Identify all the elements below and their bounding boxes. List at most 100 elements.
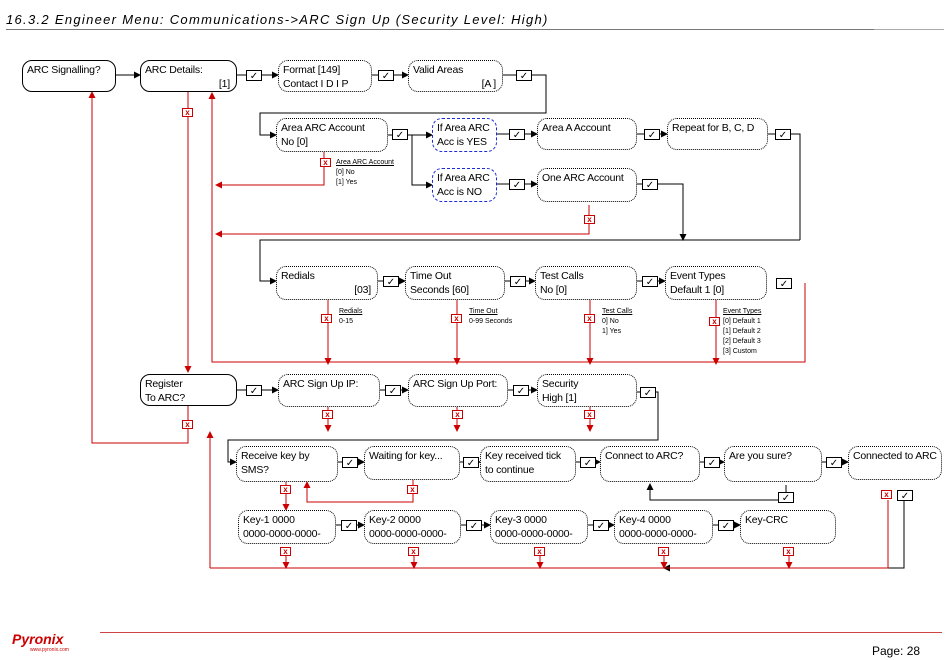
cross-icon: x bbox=[658, 547, 669, 556]
box-line2: 0000-0000-0000- bbox=[369, 528, 447, 540]
box-line2: Default 1 [0] bbox=[670, 284, 725, 296]
valid-areas-box: Valid Areas [A ] bbox=[408, 60, 503, 92]
key4-box: Key-4 0000 0000-0000-0000- bbox=[614, 510, 713, 544]
box-line1: Waiting for key... bbox=[369, 450, 443, 462]
tick-icon: ✓ bbox=[644, 129, 660, 141]
cross-icon: x bbox=[534, 547, 545, 556]
tick-icon: ✓ bbox=[516, 70, 532, 82]
tick-icon: ✓ bbox=[246, 70, 262, 82]
key-received-box: Key received tick to continue bbox=[480, 446, 576, 482]
cross-icon: x bbox=[451, 314, 462, 323]
page-title: 16.3.2 Engineer Menu: Communications->AR… bbox=[6, 12, 549, 27]
box-line2: to continue bbox=[485, 464, 535, 476]
box-line2: No [0] bbox=[281, 136, 308, 148]
box-line1: Connect to ARC? bbox=[605, 450, 684, 462]
connect-box: Connect to ARC? bbox=[600, 446, 700, 482]
note-line: 0-15 bbox=[339, 318, 354, 325]
box-line1: Security bbox=[542, 378, 579, 390]
tick-icon: ✓ bbox=[642, 179, 658, 191]
note-title: Event Types bbox=[723, 308, 762, 315]
test-calls-box: Test Calls No [0] bbox=[535, 266, 637, 300]
tick-icon: ✓ bbox=[385, 385, 401, 397]
exit-connector bbox=[208, 92, 806, 363]
box-line1: Format [149] bbox=[283, 64, 341, 76]
box-line1: If Area ARC bbox=[437, 122, 490, 134]
box-line2: 0000-0000-0000- bbox=[495, 528, 573, 540]
tick-icon: ✓ bbox=[826, 457, 842, 469]
cross-icon: x bbox=[321, 314, 332, 323]
tick-icon: ✓ bbox=[378, 70, 394, 82]
tick-icon: ✓ bbox=[718, 520, 734, 532]
box-line2: Contact I D I P bbox=[283, 78, 349, 90]
box-line1: Key-3 0000 bbox=[495, 514, 547, 526]
tick-icon: ✓ bbox=[510, 276, 526, 288]
note-line: [1] Yes bbox=[336, 179, 358, 186]
box-line1: Repeat for B, C, D bbox=[672, 122, 755, 134]
box-line1: Time Out bbox=[410, 270, 452, 282]
key3-box: Key-3 0000 0000-0000-0000- bbox=[490, 510, 588, 544]
note-redials: Redials 0-15 bbox=[339, 307, 362, 327]
waiting-box: Waiting for key... bbox=[364, 446, 460, 480]
cross-icon: x bbox=[182, 420, 193, 429]
box-line1: Valid Areas bbox=[413, 64, 464, 76]
sign-up-port-box: ARC Sign Up Port: bbox=[408, 374, 508, 407]
box-line1: Key received tick bbox=[485, 450, 561, 462]
box-line1: Connected to ARC bbox=[853, 450, 937, 462]
arc-details-box: ARC Details: [1] bbox=[140, 60, 237, 92]
box-line2: Seconds [60] bbox=[410, 284, 469, 296]
exit-connector bbox=[303, 480, 414, 503]
note-line: [0] No bbox=[336, 169, 355, 176]
tick-icon: ✓ bbox=[580, 457, 596, 469]
security-box: Security High [1] bbox=[537, 374, 637, 407]
note-line: 0-99 Seconds bbox=[469, 318, 513, 325]
note-line: 0] No bbox=[602, 318, 619, 325]
receive-key-box: Receive key by SMS? bbox=[236, 446, 338, 482]
cross-icon: x bbox=[320, 158, 331, 167]
tick-icon: ✓ bbox=[383, 276, 399, 288]
tick-icon: ✓ bbox=[246, 385, 262, 397]
box-line2: [1] bbox=[218, 78, 230, 90]
box-line1: Key-1 0000 bbox=[243, 514, 295, 526]
tick-icon: ✓ bbox=[778, 492, 794, 504]
tick-icon: ✓ bbox=[509, 179, 525, 191]
page-number: Page: 28 bbox=[872, 644, 921, 658]
cross-icon: x bbox=[280, 485, 291, 494]
cross-icon: x bbox=[584, 410, 595, 419]
tick-icon: ✓ bbox=[593, 520, 609, 532]
exit-connector bbox=[215, 205, 590, 238]
pyronix-logo: Pyronix bbox=[12, 631, 64, 647]
area-arc-account-box: Area ARC Account No [0] bbox=[276, 118, 388, 152]
connector bbox=[411, 135, 433, 189]
brand-site: www.pyronix.com bbox=[30, 647, 69, 653]
box-line2: No [0] bbox=[540, 284, 567, 296]
cross-icon: x bbox=[182, 108, 193, 117]
cross-icon: x bbox=[452, 410, 463, 419]
tick-icon: ✓ bbox=[775, 129, 791, 141]
box-line1: Test Calls bbox=[540, 270, 584, 282]
box-line1: Area ARC Account bbox=[281, 122, 365, 134]
tick-icon: ✓ bbox=[642, 276, 658, 288]
one-arc-account-box: One ARC Account bbox=[537, 168, 637, 202]
box-line1: ARC Sign Up IP: bbox=[283, 378, 359, 390]
box-line2: 0000-0000-0000- bbox=[243, 528, 321, 540]
box-line1: Area A Account bbox=[542, 122, 611, 134]
tick-icon: ✓ bbox=[704, 457, 720, 469]
cross-icon: x bbox=[322, 410, 333, 419]
connector bbox=[637, 183, 687, 241]
box-line2: Acc is YES bbox=[437, 136, 487, 148]
cross-icon: x bbox=[584, 314, 595, 323]
key-crc-box: Key-CRC bbox=[740, 510, 836, 544]
note-area-arc: Area ARC Account [0] No [1] Yes bbox=[336, 158, 394, 188]
cross-icon: x bbox=[709, 317, 720, 326]
note-line: [1] Default 2 bbox=[723, 328, 761, 335]
note-test-calls: Test Calls 0] No 1] Yes bbox=[602, 307, 632, 337]
note-line: [0] Default 1 bbox=[723, 318, 761, 325]
box-line1: Key-4 0000 bbox=[619, 514, 671, 526]
box-line2: Acc is NO bbox=[437, 186, 482, 198]
connector bbox=[259, 74, 547, 139]
tick-icon: ✓ bbox=[897, 490, 913, 502]
box-line2: High [1] bbox=[542, 392, 577, 404]
box-line1: Are you sure? bbox=[729, 450, 792, 462]
area-a-account-box: Area A Account bbox=[537, 118, 637, 150]
